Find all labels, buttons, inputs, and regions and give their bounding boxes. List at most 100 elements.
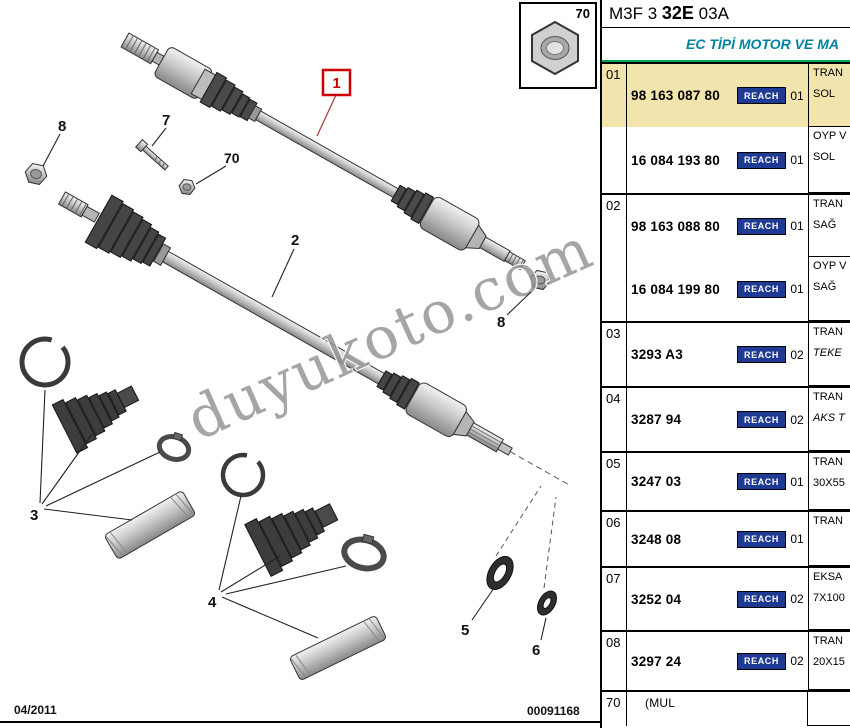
description-line1: TRAN bbox=[813, 635, 843, 647]
quantity: 01 bbox=[790, 474, 804, 489]
part-number: 3252 04 bbox=[631, 591, 682, 607]
table-block-03: 03 3293 A3 REACH 02 TRAN TEKE bbox=[602, 321, 850, 386]
callout-70: 70 bbox=[224, 150, 240, 166]
reach-badge[interactable]: REACH bbox=[737, 652, 787, 670]
callout-1-box bbox=[321, 68, 352, 97]
description-line2: 30X55 bbox=[813, 477, 845, 489]
nut-item70 bbox=[178, 178, 196, 196]
clamp-item3 bbox=[156, 431, 192, 462]
reach-badge[interactable]: REACH bbox=[737, 411, 787, 428]
part-row[interactable]: 3248 08 REACH 01 TRAN bbox=[627, 512, 850, 566]
description-line2: TEKE bbox=[813, 347, 842, 359]
part-row[interactable]: (MUL bbox=[627, 692, 850, 726]
catalog-code-bold: 32E bbox=[661, 3, 694, 23]
reach-badge[interactable]: REACH bbox=[737, 280, 787, 298]
description-cell bbox=[807, 692, 850, 726]
bolt-item7 bbox=[134, 138, 169, 171]
item-number: 70 bbox=[602, 692, 627, 726]
reach-badge[interactable]: REACH bbox=[737, 87, 787, 104]
description-line2: 20X15 bbox=[813, 656, 845, 668]
part-row[interactable]: 3252 04 REACH 02 EKSA 7X100 bbox=[627, 568, 850, 630]
table-block-05: 05 3247 03 REACH 01 TRAN 30X55 bbox=[602, 451, 850, 510]
part-number: 3247 03 bbox=[631, 474, 682, 489]
description-line2: SAĞ bbox=[813, 281, 837, 293]
catalog-code-prefix: M3F 3 bbox=[609, 4, 662, 23]
description-cell: TRAN 20X15 bbox=[808, 632, 850, 690]
reach-badge[interactable]: REACH bbox=[737, 151, 787, 169]
part-number: 98 163 088 80 bbox=[631, 218, 720, 234]
table-subtitle: EC TİPİ MOTOR VE MA bbox=[602, 28, 850, 62]
item-number: 06 bbox=[602, 512, 627, 566]
axle-diagram: duyukoto.com 1 2 3 4 5 bbox=[19, 32, 600, 680]
washer-item6 bbox=[537, 590, 557, 616]
callout-2: 2 bbox=[291, 232, 299, 249]
description-line2: AKS T bbox=[813, 412, 845, 424]
part-row[interactable]: 16 084 193 80 REACH 01 OYP V SOL bbox=[627, 127, 850, 193]
row-text: (MUL bbox=[645, 696, 676, 710]
upper-driveshaft bbox=[120, 32, 526, 271]
axle-nut-right bbox=[529, 269, 551, 291]
reach-badge[interactable]: REACH bbox=[737, 530, 787, 548]
item-number: 01 bbox=[602, 64, 627, 193]
table-block-70: 70 (MUL bbox=[602, 690, 850, 726]
parts-table: M3F 3 32E 03A EC TİPİ MOTOR VE MA 01 98 … bbox=[600, 0, 850, 728]
catalog-code-suffix: 03A bbox=[693, 4, 729, 23]
part-number: 3297 24 bbox=[631, 653, 682, 669]
quantity: 02 bbox=[790, 412, 804, 427]
assembly-axis-dashed bbox=[495, 485, 557, 589]
description-line1: OYP V bbox=[813, 130, 847, 142]
callout-5: 5 bbox=[461, 622, 469, 639]
description-cell: TRAN SAĞ bbox=[808, 195, 850, 257]
document-number: 00091168 bbox=[527, 704, 580, 718]
part-row[interactable]: 98 163 087 80 REACH 01 TRAN SOL bbox=[627, 64, 850, 127]
watermark: duyukoto.com bbox=[177, 214, 600, 454]
nut-item8-left bbox=[24, 163, 48, 185]
item-number: 07 bbox=[602, 568, 627, 630]
description-cell: TRAN TEKE bbox=[808, 323, 850, 386]
part-row[interactable]: 3297 24 REACH 02 TRAN 20X15 bbox=[627, 632, 850, 690]
bearing-item5 bbox=[486, 555, 514, 591]
description-line2: SOL bbox=[813, 151, 836, 163]
reach-badge[interactable]: REACH bbox=[737, 473, 787, 490]
grease-pack-item3 bbox=[104, 491, 196, 559]
item-number: 05 bbox=[602, 453, 627, 510]
leader-lines bbox=[39, 127, 547, 641]
circlip-item3 bbox=[19, 336, 71, 388]
circlip-item4 bbox=[220, 452, 266, 498]
part-number: 3293 A3 bbox=[631, 347, 683, 362]
table-block-04: 04 3287 94 REACH 02 TRAN AKS T bbox=[602, 386, 850, 451]
part-number: 16 084 199 80 bbox=[631, 281, 720, 297]
description-line2: 7X100 bbox=[813, 592, 845, 604]
reach-badge[interactable]: REACH bbox=[737, 590, 787, 608]
part-row[interactable]: 3247 03 REACH 01 TRAN 30X55 bbox=[627, 453, 850, 510]
quantity: 01 bbox=[790, 219, 804, 233]
axle-diagram-panel: duyukoto.com 1 2 3 4 5 bbox=[0, 32, 600, 723]
revision-date: 04/2011 bbox=[14, 703, 57, 717]
reach-badge[interactable]: REACH bbox=[737, 346, 787, 363]
catalog-code: M3F 3 32E 03A bbox=[602, 0, 850, 28]
table-block-06: 06 3248 08 REACH 01 TRAN bbox=[602, 510, 850, 566]
part-number: 3287 94 bbox=[631, 412, 682, 427]
item-number: 03 bbox=[602, 323, 627, 386]
table-block-01: 01 98 163 087 80 REACH 01 TRAN SOL 16 08… bbox=[602, 62, 850, 193]
callout-7: 7 bbox=[162, 112, 170, 129]
quantity: 02 bbox=[790, 592, 804, 606]
quantity: 01 bbox=[790, 88, 804, 103]
description-line2: SAĞ bbox=[813, 219, 837, 231]
part-row[interactable]: 98 163 088 80 REACH 01 TRAN SAĞ bbox=[627, 195, 850, 257]
part-row[interactable]: 3293 A3 REACH 02 TRAN TEKE bbox=[627, 323, 850, 386]
description-cell: TRAN bbox=[808, 512, 850, 566]
description-cell: TRAN AKS T bbox=[808, 388, 850, 451]
reach-badge[interactable]: REACH bbox=[737, 217, 787, 235]
description-line1: OYP V bbox=[813, 260, 847, 272]
quantity: 02 bbox=[790, 654, 804, 668]
nut-legend-number: 70 bbox=[575, 6, 590, 21]
description-line1: TRAN bbox=[813, 326, 843, 338]
part-row[interactable]: 3287 94 REACH 02 TRAN AKS T bbox=[627, 388, 850, 451]
quantity: 01 bbox=[790, 153, 804, 167]
part-number: 3248 08 bbox=[631, 531, 682, 547]
lower-driveshaft bbox=[57, 191, 572, 487]
part-row[interactable]: 16 084 199 80 REACH 01 OYP V SAĞ bbox=[627, 257, 850, 321]
table-block-08: 08 3297 24 REACH 02 TRAN 20X15 bbox=[602, 630, 850, 690]
description-line1: TRAN bbox=[813, 198, 843, 210]
